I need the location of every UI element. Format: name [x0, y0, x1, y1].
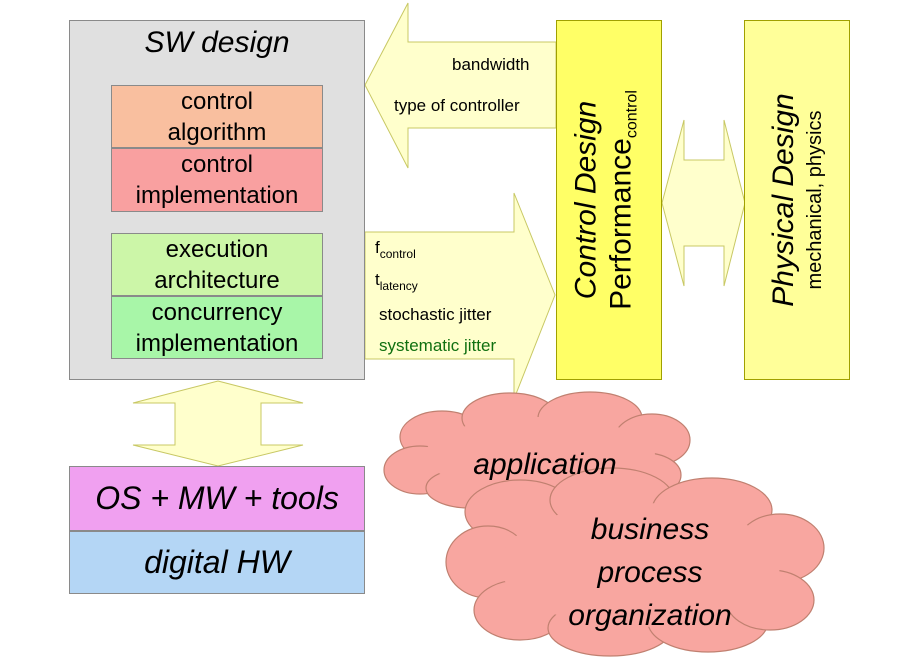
t-latency-subscript: latency — [379, 279, 418, 293]
physical-design-subtitle: mechanical, physics — [804, 110, 826, 290]
type-of-controller-label: type of controller — [394, 96, 520, 115]
control-implementation-line2: implementation — [135, 182, 299, 209]
control-design-subtitle: Performancecontrol — [605, 90, 650, 310]
business-label: business — [590, 513, 710, 546]
sw-design-title: SW design — [144, 26, 290, 59]
execution-architecture-line2: architecture — [154, 266, 280, 294]
control-implementation-line1: control — [180, 151, 254, 178]
application-label: application — [473, 448, 617, 481]
bandwidth-label: bandwidth — [452, 55, 530, 74]
concurrency-implementation-box: concurrency implementation — [111, 296, 323, 359]
organization-label: organization — [568, 599, 732, 632]
arrow-to-sw-design — [364, 2, 557, 169]
control-implementation-box: control implementation — [111, 148, 323, 212]
execution-architecture-box: execution architecture — [111, 233, 323, 296]
f-control-main: f — [375, 238, 380, 257]
physical-design-box: Physical Design mechanical, physics — [744, 20, 850, 380]
f-control-subscript: control — [379, 247, 416, 261]
control-design-box: Control Design Performancecontrol — [556, 20, 662, 380]
performance-subscript: control — [623, 90, 641, 139]
control-algorithm-line1: control — [180, 87, 254, 115]
concurrency-implementation-line1: concurrency — [151, 298, 283, 326]
performance-main: Performance — [604, 138, 638, 310]
process-label: process — [597, 556, 703, 589]
control-algorithm-line2: algorithm — [167, 118, 267, 146]
digital-hw-box: digital HW — [69, 531, 365, 594]
execution-architecture-line1: execution — [165, 235, 269, 263]
stochastic-jitter-label: stochastic jitter — [379, 305, 492, 324]
control-design-title: Control Design — [569, 100, 603, 300]
arrow-to-control-design — [364, 192, 556, 400]
business-cloud-text: business process organization — [540, 508, 760, 637]
control-algorithm-box: control algorithm — [111, 85, 323, 148]
double-arrow-control-physical — [661, 119, 746, 287]
t-latency-label: tlatency — [375, 270, 418, 293]
f-control-label: fcontrol — [375, 238, 416, 261]
t-latency-main: t — [375, 270, 380, 289]
business-cloud — [445, 467, 825, 657]
concurrency-implementation-line2: implementation — [135, 329, 299, 357]
physical-design-title: Physical Design — [767, 93, 800, 307]
double-arrow-sw-os — [132, 380, 304, 467]
os-mw-tools-box: OS + MW + tools — [69, 466, 365, 531]
systematic-jitter-label: systematic jitter — [379, 336, 497, 355]
